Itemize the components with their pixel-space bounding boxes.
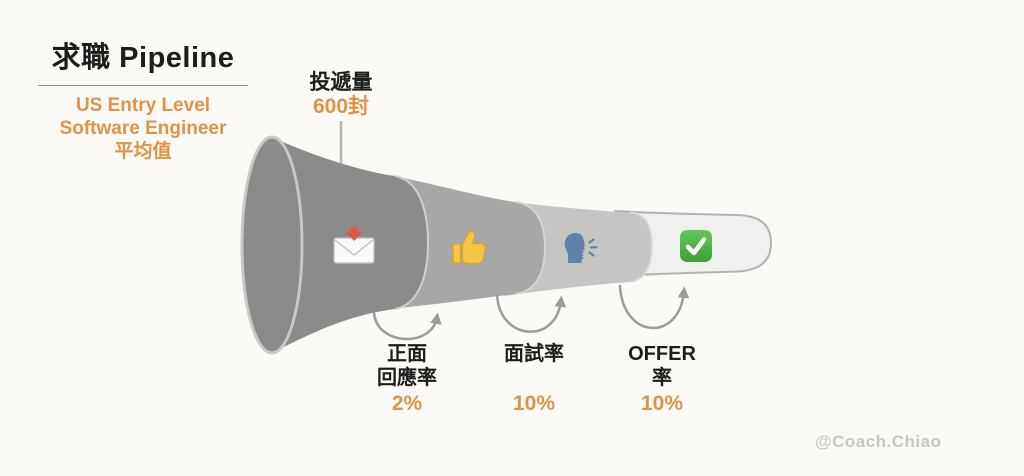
watermark: @Coach.Chiao: [815, 432, 942, 451]
transition-name: 正面 回應率: [345, 343, 469, 390]
stage-boundary-seam-1: [394, 175, 430, 310]
transition-rate-value: 2%: [391, 392, 423, 415]
stage-boundary-seam-3: [629, 211, 653, 283]
transition-name-line-1: 面試率: [504, 343, 564, 365]
transition-name: 面試率: [472, 343, 596, 390]
page-title: 求職 Pipeline: [51, 42, 235, 74]
transition-rate-value: 10%: [640, 392, 684, 415]
input-metric-label: 投遞量: [309, 71, 373, 94]
funnel-bell: [240, 135, 304, 355]
incoming-envelope-icon: [333, 227, 375, 264]
subtitle: US Entry Level Software Engineer 平均值: [28, 94, 258, 163]
transition-label-interview: 面試率 10%: [472, 343, 596, 416]
transition-label-offer: OFFER 率 10%: [600, 343, 724, 416]
input-metric-value: 600封: [312, 95, 370, 118]
transition-label-positive-response: 正面 回應率 2%: [345, 343, 469, 416]
transition-name-line-2: 回應率: [377, 366, 437, 389]
subtitle-line-2: Software Engineer: [59, 118, 227, 139]
subtitle-line-1: US Entry Level: [75, 95, 211, 116]
transition-name-line-1: OFFER: [628, 343, 696, 365]
transition-name-line-1: 正面: [387, 343, 427, 365]
speaking-head-icon: [564, 233, 598, 263]
thumbs-up-icon: [452, 230, 486, 264]
header-block: 求職 Pipeline US Entry Level Software Engi…: [28, 34, 258, 163]
transition-arrow-1: [372, 311, 442, 341]
title-divider: [38, 85, 248, 86]
transition-name-line-2: 率: [652, 366, 672, 389]
check-mark-icon: [680, 230, 712, 262]
transition-name: OFFER 率: [600, 343, 724, 390]
input-metric: 投遞量 600封: [279, 71, 403, 119]
transition-arrow-2: [495, 293, 567, 333]
transition-arrow-3: [618, 284, 690, 330]
stage-boundary-seam-2: [514, 201, 547, 295]
subtitle-line-3: 平均值: [114, 141, 172, 162]
transition-rate-value: 10%: [512, 392, 556, 415]
